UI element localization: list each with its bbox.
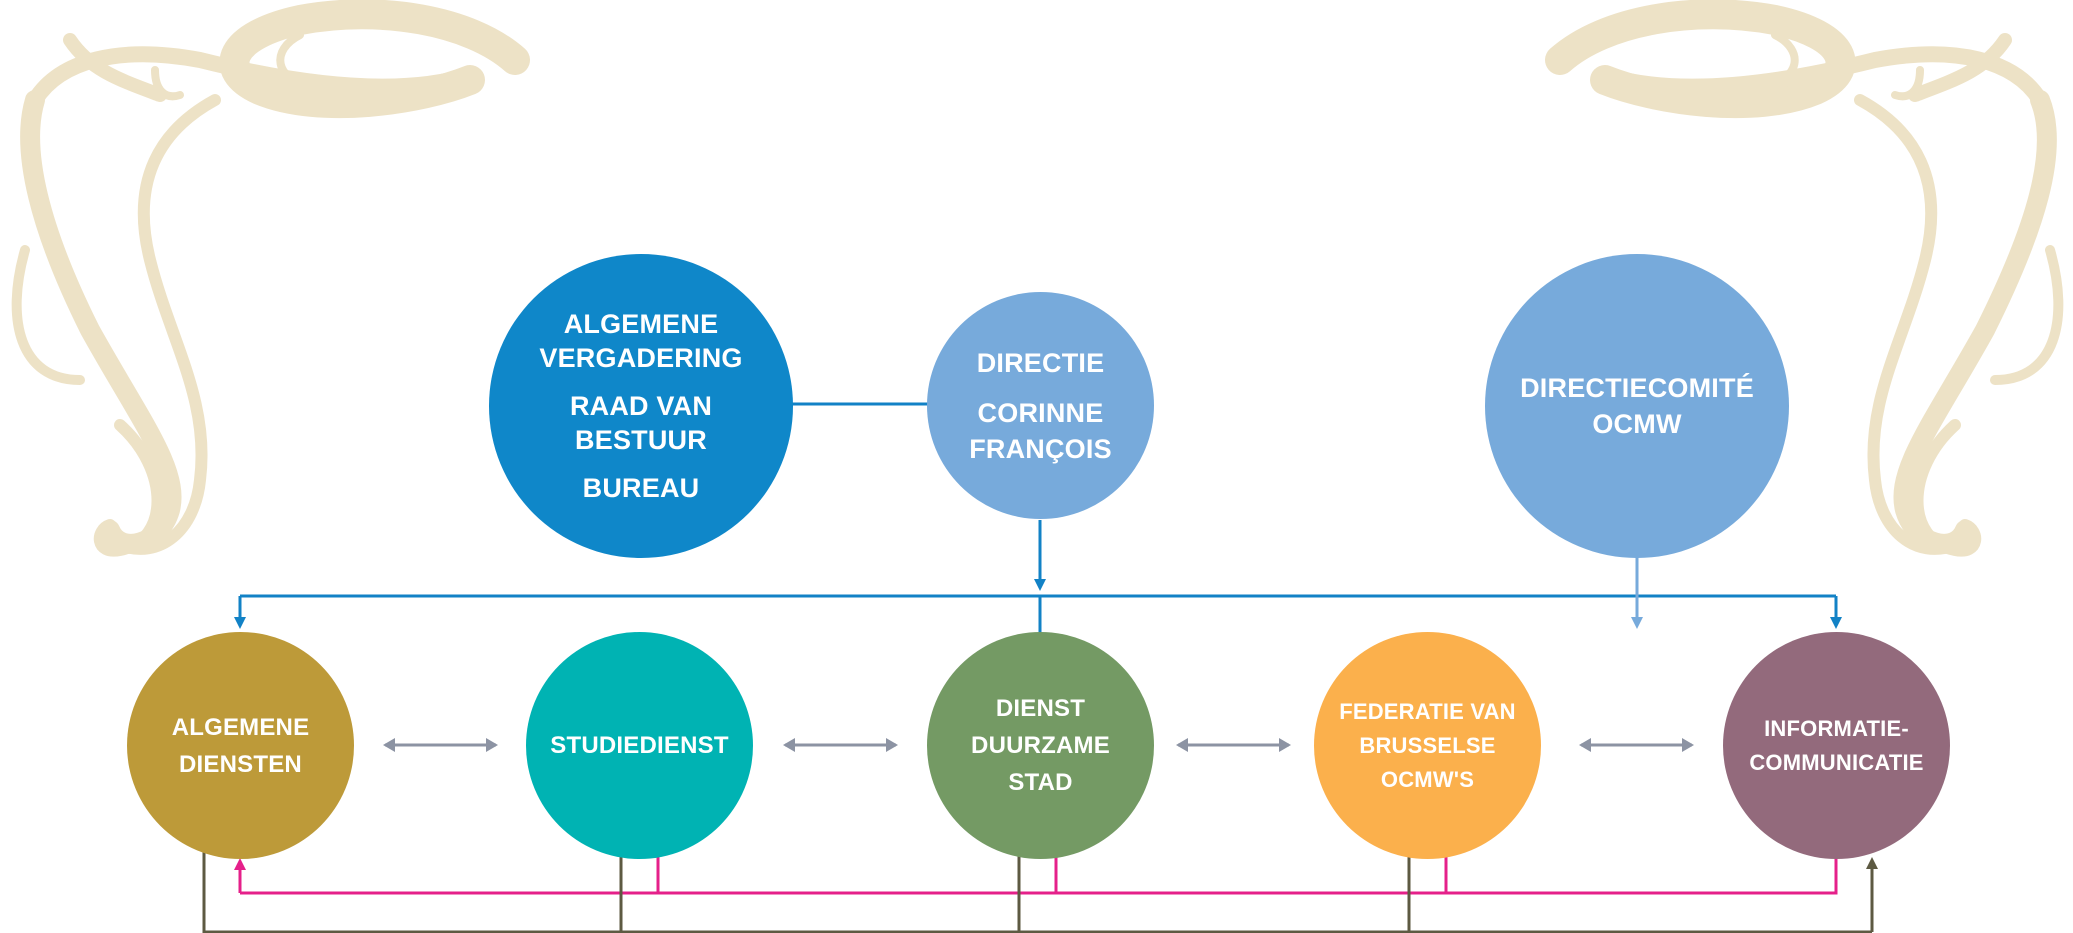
duurzame-stad-line-3: STAD — [1008, 769, 1073, 796]
node-federatie: FEDERATIE VAN BRUSSELSE OCMW'S — [1314, 632, 1541, 859]
node-informatie-communicatie: INFORMATIE- COMMUNICATIE — [1723, 632, 1950, 859]
algemene-diensten-line-1: ALGEMENE — [171, 713, 310, 741]
directiecomite-line-1: DIRECTIECOMITÉ — [1520, 373, 1754, 403]
federatie-line-1: FEDERATIE VAN — [1339, 698, 1516, 724]
node-algemene-diensten: ALGEMENE DIENSTEN — [127, 632, 354, 859]
governance-line-3: RAAD VAN — [569, 391, 713, 421]
governance-line-5: BUREAU — [582, 473, 700, 503]
federatie-line-2: BRUSSELSE — [1359, 732, 1496, 758]
duurzame-stad-line-2: DUURZAME — [971, 732, 1110, 759]
algemene-diensten-line-2: DIENSTEN — [179, 750, 302, 778]
node-directie: DIRECTIE CORINNE FRANÇOIS — [927, 292, 1154, 519]
governance-line-1: ALGEMENE — [563, 309, 719, 339]
governance-line-4: BESTUUR — [575, 425, 707, 455]
node-dienst-duurzame-stad: DIENST DUURZAME STAD — [927, 632, 1154, 859]
directie-line-1: DIRECTIE — [976, 347, 1105, 378]
node-studiedienst: STUDIEDIENST — [526, 632, 753, 859]
federatie-line-3: OCMW'S — [1380, 766, 1475, 792]
duurzame-stad-line-1: DIENST — [995, 695, 1086, 722]
governance-line-2: VERGADERING — [539, 343, 743, 373]
directiecomite-line-2: OCMW — [1592, 409, 1682, 439]
node-governance: ALGEMENE VERGADERING RAAD VAN BESTUUR BU… — [489, 254, 793, 558]
informatie-line-2: COMMUNICATIE — [1749, 749, 1924, 775]
right-ornament — [1545, 0, 2064, 557]
studiedienst-line-1: STUDIEDIENST — [550, 732, 729, 759]
directie-line-3: FRANÇOIS — [969, 433, 1112, 464]
left-ornament — [11, 0, 530, 557]
informatie-line-1: INFORMATIE- — [1764, 715, 1909, 741]
directie-line-2: CORINNE — [977, 397, 1104, 428]
node-directiecomite: DIRECTIECOMITÉ OCMW — [1485, 254, 1789, 558]
